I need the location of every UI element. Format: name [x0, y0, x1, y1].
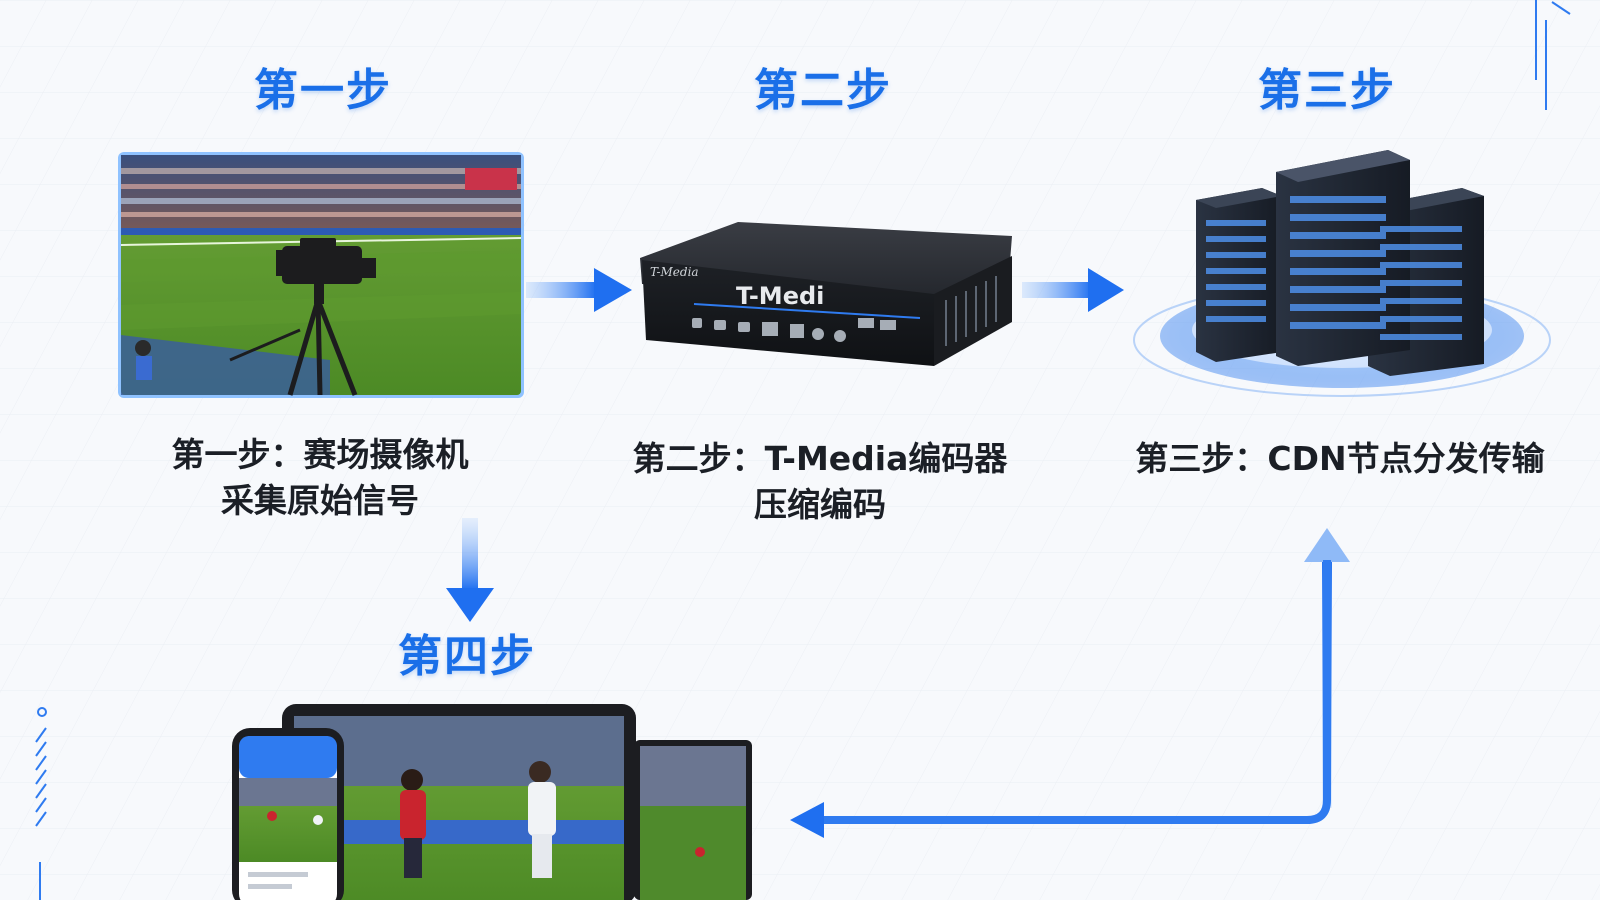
encoder-device-label: T-Medi: [736, 282, 824, 310]
step-3-title: 第三步: [1258, 65, 1396, 116]
step-3-caption: 第三步：CDN节点分发传输: [1120, 436, 1560, 482]
stadium-camera-icon: [118, 152, 524, 398]
step-2-caption: 第二步：T-Media编码器 压缩编码: [620, 436, 1020, 528]
arrow-step3-to-step4: [790, 528, 1350, 838]
arrow-step2-to-step3: [1022, 268, 1124, 312]
encoder-brand-mark: T-Media: [650, 265, 699, 279]
decor-lines-bottomleft: [35, 707, 47, 900]
step-2-caption-line-1: 第二步：T-Media编码器: [632, 439, 1008, 478]
step-2-caption-line-2: 压缩编码: [754, 485, 886, 524]
server-rack-icon: [1133, 150, 1551, 397]
viewing-devices-icon: [232, 704, 752, 900]
step-1-title: 第一步: [254, 65, 392, 116]
step-1-caption: 第一步：赛场摄像机 采集原始信号: [150, 432, 490, 524]
decor-lines-topright: [1535, 0, 1571, 110]
step-4-title: 第四步: [398, 631, 536, 682]
step-1-caption-line-2: 采集原始信号: [221, 481, 419, 520]
arrow-step1-to-step4: [446, 518, 494, 622]
step-2-title: 第二步: [754, 65, 892, 116]
encoder-device-icon: T-Medi T-Media: [640, 222, 1012, 366]
arrow-step1-to-step2: [526, 268, 632, 312]
step-3-caption-line-1: 第三步：CDN节点分发传输: [1135, 439, 1545, 478]
step-1-caption-line-1: 第一步：赛场摄像机: [171, 435, 469, 474]
